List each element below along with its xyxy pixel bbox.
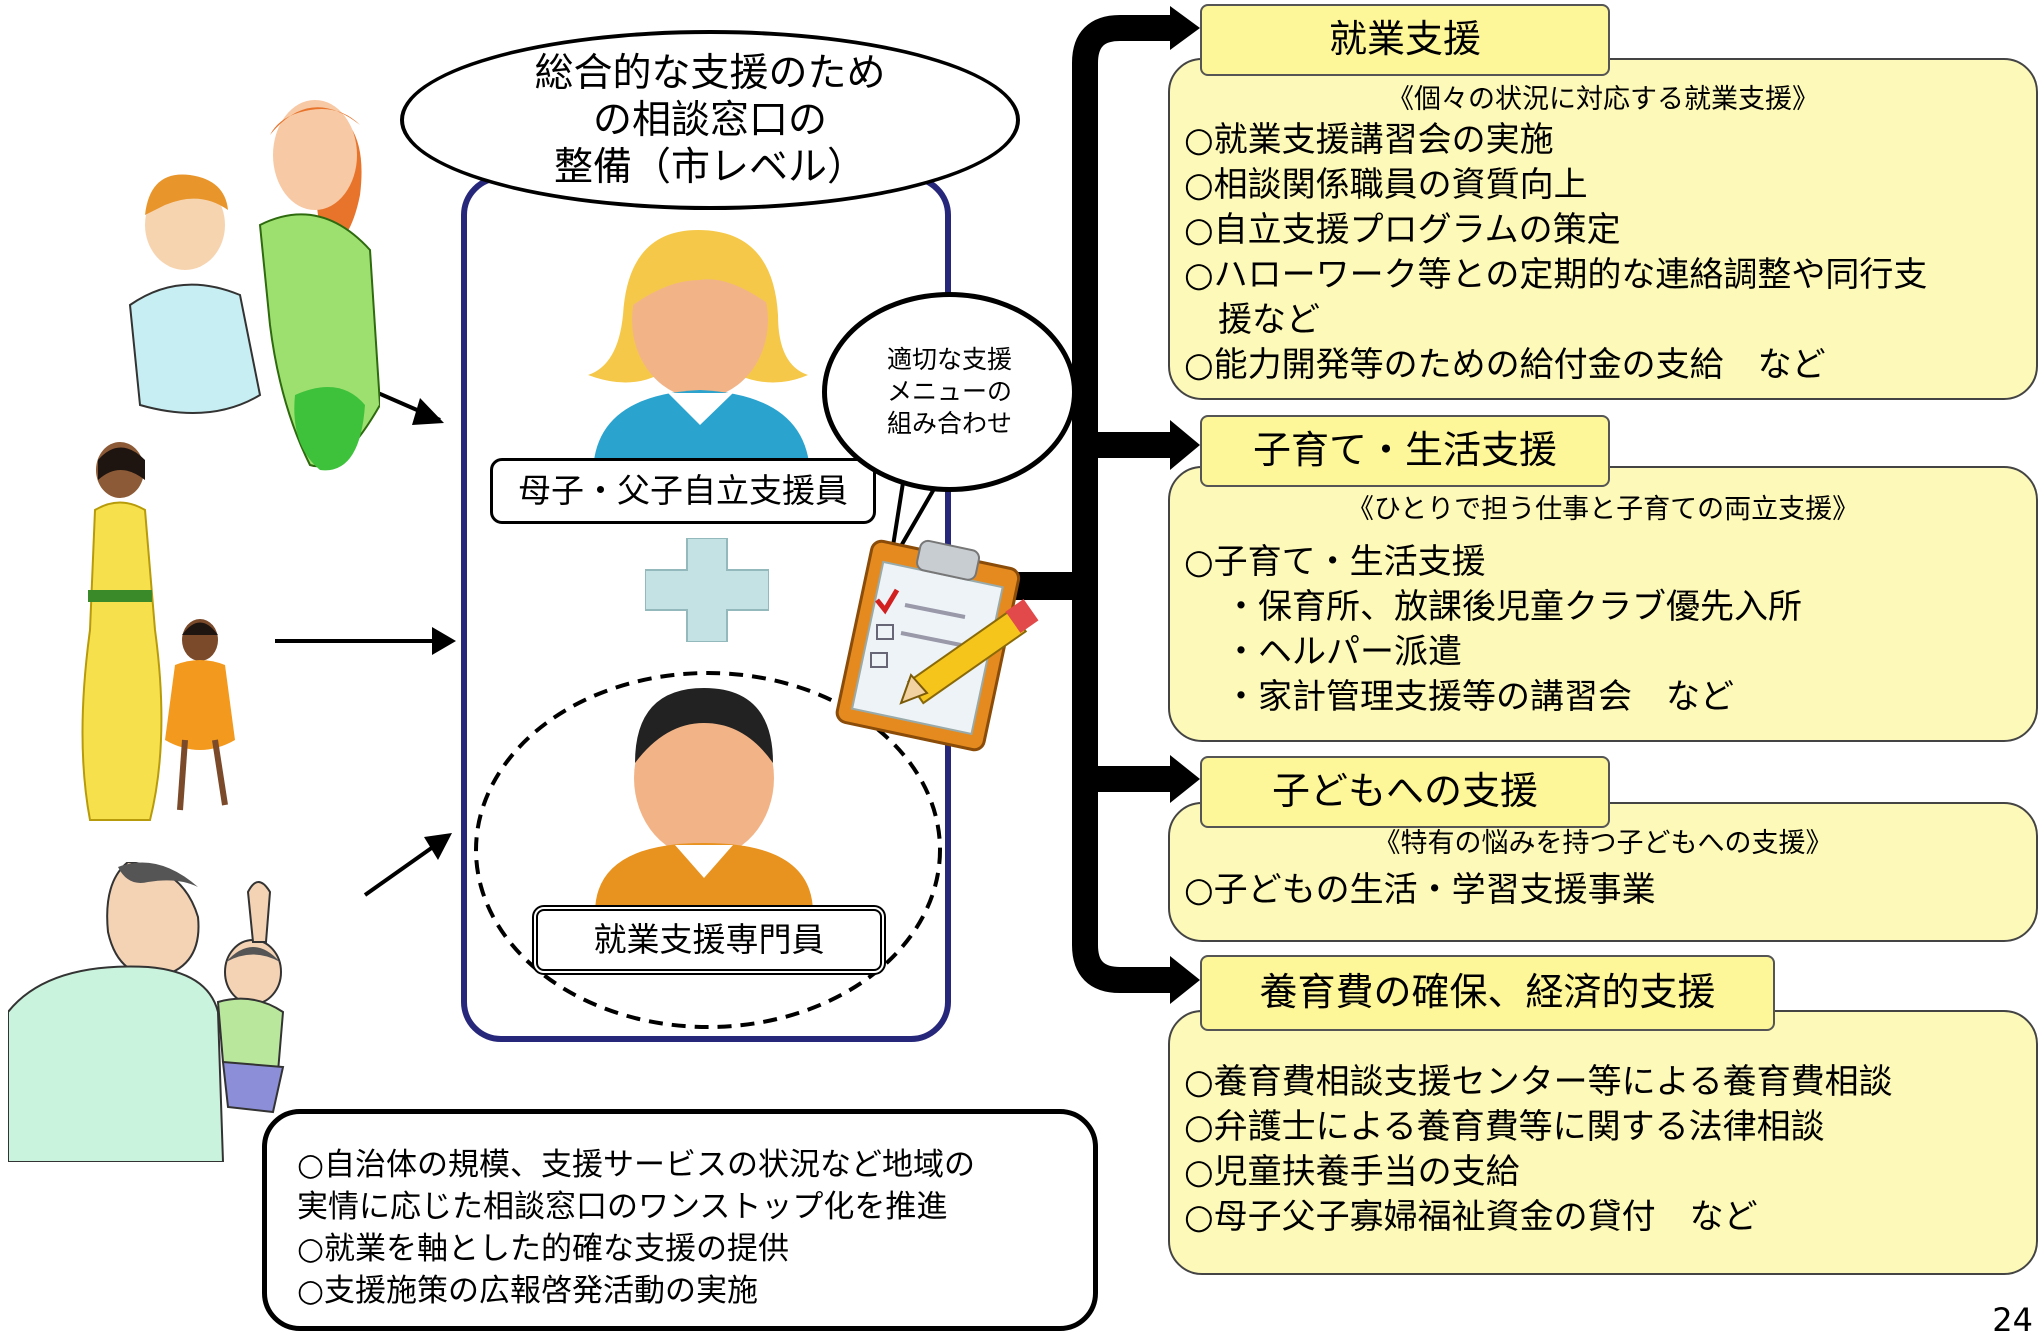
consultation-window-ellipse: 総合的な支援のため の相談窓口の 整備（市レベル）	[400, 30, 1020, 210]
summary-line-4: ○支援施策の広報啓発活動の実施	[297, 1273, 759, 1309]
panel-children: 《特有の悩みを持つ子どもへの支援》 ○子どもの生活・学習支援事業	[1168, 802, 2038, 942]
employment-item-5: ○能力開発等のための給付金の支給 など	[1184, 345, 1826, 385]
summary-line-3: ○就業を軸とした的確な支援の提供	[297, 1231, 790, 1267]
arrow-head-1	[412, 398, 444, 425]
speech-text: 適切な支援 メニューの 組み合わせ	[886, 345, 1012, 438]
childcare-item-3: ・ヘルパー派遣	[1224, 632, 1462, 672]
childcare-item-1: ○子育て・生活支援	[1184, 542, 1486, 582]
employment-item-2: ○相談関係職員の資質向上	[1184, 165, 1588, 205]
tab-financial-label: 養育費の確保、経済的支援	[1259, 970, 1716, 1014]
staff1-label: 母子・父子自立支援員	[490, 458, 876, 524]
staff2-label: 就業支援専門員	[532, 905, 886, 975]
mother-daughter-illustration	[81, 442, 235, 821]
arrowhead-4	[1170, 956, 1200, 1004]
arrowhead-3	[1170, 755, 1200, 803]
panel-financial: ○養育費相談支援センター等による養育費相談 ○弁護士による養育費等に関する法律相…	[1168, 1010, 2038, 1275]
staff2-label-text: 就業支援専門員	[593, 920, 825, 959]
dashed-circle	[474, 671, 942, 1029]
childcare-item-2: ・保育所、放課後児童クラブ優先入所	[1224, 587, 1802, 627]
panel-employment-subtitle: 《個々の状況に対応する就業支援》	[1387, 84, 1819, 115]
summary-line-1: ○自治体の規模、支援サービスの状況など地域の	[297, 1147, 976, 1183]
tab-employment-label: 就業支援	[1328, 17, 1481, 61]
panel-children-subtitle: 《特有の悩みを持つ子どもへの支援》	[1373, 828, 1833, 859]
tab-children-label: 子どもへの支援	[1271, 769, 1538, 813]
ellipse-title: 総合的な支援のため の相談窓口の 整備（市レベル）	[534, 50, 886, 190]
employment-item-3: ○自立支援プログラムの策定	[1184, 210, 1621, 250]
branch-3	[1085, 766, 1180, 792]
mother-son-illustration	[128, 100, 380, 471]
arrow-line-3	[363, 840, 442, 897]
tab-childcare-label: 子育て・生活支援	[1252, 428, 1557, 472]
father-child-illustration	[8, 862, 285, 1162]
financial-item-4: ○母子父子寡婦福祉資金の貸付 など	[1184, 1197, 1758, 1237]
employment-item-4-cont: 援など	[1218, 300, 1320, 340]
arrow-head-3	[424, 833, 452, 860]
financial-item-2: ○弁護士による養育費等に関する法律相談	[1184, 1107, 1825, 1147]
tab-financial: 養育費の確保、経済的支援	[1200, 955, 1775, 1031]
menu-speech-bubble: 適切な支援 メニューの 組み合わせ	[822, 292, 1077, 492]
panel-childcare-subtitle: 《ひとりで担う仕事と子育ての両立支援》	[1346, 494, 1860, 525]
branch-2	[1085, 432, 1180, 458]
financial-item-3: ○児童扶養手当の支給	[1184, 1152, 1520, 1192]
summary-box: ○自治体の規模、支援サービスの状況など地域の 実情に応じた相談窓口のワンストップ…	[262, 1109, 1098, 1331]
female-staff-icon	[588, 230, 810, 475]
tab-employment: 就業支援	[1200, 4, 1610, 76]
summary-line-2: 実情に応じた相談窓口のワンストップ化を推進	[297, 1189, 948, 1225]
bracket-line	[1072, 15, 1180, 993]
tab-children: 子どもへの支援	[1200, 756, 1610, 828]
male-staff-icon	[595, 688, 813, 913]
panel-childcare: 《ひとりで担う仕事と子育ての両立支援》 ○子育て・生活支援 ・保育所、放課後児童…	[1168, 466, 2038, 742]
panel-employment: 《個々の状況に対応する就業支援》 ○就業支援講習会の実施 ○相談関係職員の資質向…	[1168, 58, 2038, 400]
arrowhead-1	[1170, 6, 1200, 50]
employment-item-1: ○就業支援講習会の実施	[1184, 120, 1554, 160]
childcare-item-4: ・家計管理支援等の講習会 など	[1224, 677, 1734, 717]
arrow-head-2	[432, 627, 456, 655]
employment-item-4: ○ハローワーク等との定期的な連絡調整や同行支	[1184, 255, 1928, 295]
children-item-1: ○子どもの生活・学習支援事業	[1184, 870, 1656, 910]
speech-tail	[888, 470, 948, 567]
clipboard-pencil-icon	[835, 539, 1039, 752]
staff1-label-text: 母子・父子自立支援員	[518, 471, 848, 510]
arrowhead-2	[1170, 420, 1200, 470]
financial-item-1: ○養育費相談支援センター等による養育費相談	[1184, 1062, 1893, 1102]
plus-icon	[645, 538, 769, 642]
tab-childcare: 子育て・生活支援	[1200, 415, 1610, 487]
